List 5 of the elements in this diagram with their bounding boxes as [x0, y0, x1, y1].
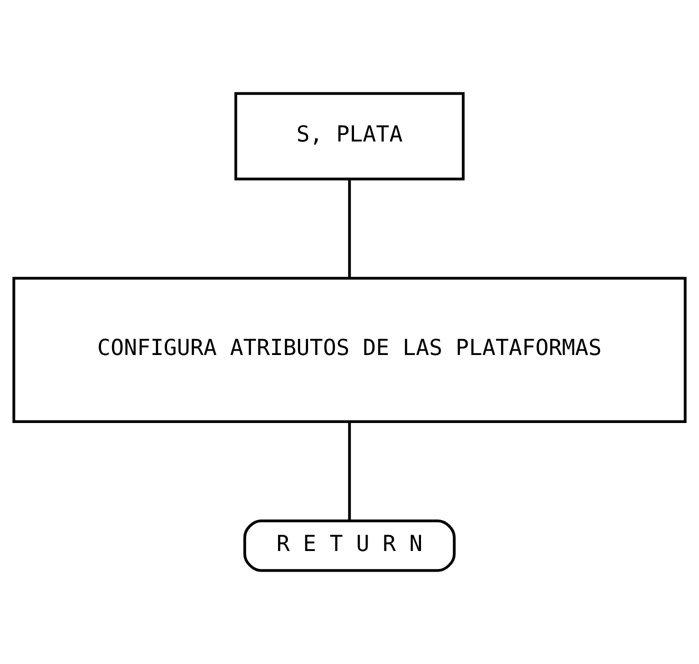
connector	[348, 422, 351, 521]
node-box: CONFIGURA ATRIBUTOS DE LAS PLATAFORMAS	[12, 276, 687, 423]
connector	[348, 179, 351, 278]
node-box: S, PLATA	[234, 92, 465, 180]
node-box: R E T U R N	[243, 519, 456, 572]
